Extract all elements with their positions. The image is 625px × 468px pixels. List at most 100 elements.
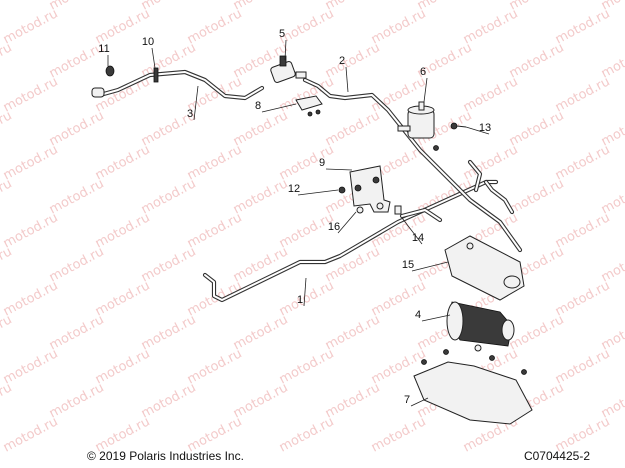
purge-valve-5	[270, 55, 307, 83]
leader-line-7	[410, 397, 429, 407]
watermark-text: motod.ru	[93, 346, 153, 387]
screw-12	[338, 186, 346, 194]
callout-13: 13	[479, 122, 491, 134]
watermark-text: motod.ru	[507, 312, 567, 353]
callout-15: 15	[402, 259, 414, 271]
watermark-text: motod.ru	[139, 380, 199, 421]
leader-line-1	[303, 277, 307, 307]
leader-line-15	[411, 261, 449, 272]
callout-4: 4	[415, 309, 421, 321]
callout-9: 9	[319, 157, 325, 169]
callout-3: 3	[187, 108, 193, 120]
watermark-text: motod.ru	[93, 210, 153, 251]
leader-line-3	[193, 85, 199, 121]
watermark-text: motod.ru	[507, 108, 567, 149]
watermark-text: motod.ru	[185, 142, 245, 183]
watermark-text: motod.ru	[139, 176, 199, 217]
watermark-text: motod.ru	[185, 346, 245, 387]
watermark-text: motod.ru	[323, 108, 383, 149]
watermark-text: motod.ru	[507, 40, 567, 81]
clip-14	[394, 205, 443, 223]
leader-line-9	[325, 168, 353, 171]
callout-16: 16	[328, 221, 340, 233]
charcoal-canister-4	[446, 301, 515, 352]
callout-1: 1	[297, 294, 303, 306]
callout-5: 5	[279, 28, 285, 40]
watermark-text: motod.ru	[277, 278, 337, 319]
watermark-text: motod.ru	[1, 210, 61, 251]
leader-line-4	[421, 314, 451, 322]
hose-end-cap	[91, 87, 105, 98]
watermark-text: motod.ru	[553, 278, 613, 319]
callout-2: 2	[339, 55, 345, 67]
leader-line-14	[401, 217, 423, 245]
watermark-text: motod.ru	[553, 142, 613, 183]
leader-line-10	[151, 47, 156, 69]
watermark-text: motod.ru	[0, 176, 15, 217]
bracket-8	[295, 95, 323, 117]
watermark-text: motod.ru	[0, 244, 15, 285]
watermark-text: motod.ru	[185, 210, 245, 251]
watermark-text: motod.ru	[553, 74, 613, 115]
watermark-text: motod.ru	[231, 108, 291, 149]
callout-7: 7	[404, 394, 410, 406]
watermark-text: motod.ru	[185, 74, 245, 115]
watermark-text: motod.ru	[1, 142, 61, 183]
watermark-text: motod.ru	[1, 346, 61, 387]
watermark-text: motod.ru	[47, 176, 107, 217]
callout-11: 11	[98, 43, 109, 55]
watermark-text: motod.ru	[0, 40, 15, 81]
leader-line-5	[284, 39, 287, 61]
upper-left-hose	[91, 65, 265, 101]
watermark-text: motod.ru	[369, 210, 429, 251]
watermark-text: motod.ru	[139, 312, 199, 353]
watermark-text: motod.ru	[1, 278, 61, 319]
callout-leader-lines	[107, 39, 490, 407]
watermark-text: motod.ru	[47, 244, 107, 285]
watermark-text: motod.ru	[369, 6, 429, 47]
watermark-text: motod.ru	[231, 176, 291, 217]
vent-tube-line	[302, 77, 523, 253]
screw-13	[450, 122, 467, 130]
watermark-text: motod.ru	[1, 6, 61, 47]
watermark-text: motod.ru	[277, 142, 337, 183]
watermark-text: motod.ru	[231, 380, 291, 421]
watermark-text: motod.ru	[47, 380, 107, 421]
watermark-text: motod.ru	[461, 74, 521, 115]
watermark-text: motod.ru	[277, 414, 337, 455]
watermark-text: motod.ru	[323, 312, 383, 353]
main-tube-line	[202, 179, 515, 303]
watermark-text: motod.ru	[47, 312, 107, 353]
figure-id: C0704425-2	[523, 449, 590, 463]
watermark-text: motod.ru	[553, 6, 613, 47]
leader-line-8	[261, 103, 297, 113]
hose-clamp-10	[153, 67, 159, 83]
watermark-text: motod.ru	[0, 108, 15, 149]
watermark-text: motod.ru	[231, 312, 291, 353]
leader-line-6	[423, 77, 428, 103]
skid-plate-7	[413, 349, 533, 425]
watermark-text: motod.ru	[369, 414, 429, 455]
callout-12: 12	[288, 183, 300, 195]
callout-6: 6	[420, 66, 426, 78]
callout-10: 10	[142, 36, 154, 48]
watermark-text: motod.ru	[507, 176, 567, 217]
watermark-text: motod.ru	[1, 74, 61, 115]
watermark-text: motod.ru	[461, 6, 521, 47]
watermark-text: motod.ru	[47, 108, 107, 149]
clip-16	[356, 206, 364, 214]
callout-14: 14	[412, 232, 424, 244]
watermark-text: motod.ru	[553, 210, 613, 251]
watermark-text: motod.ru	[0, 0, 15, 14]
watermark-text: motod.ru	[0, 380, 15, 421]
copyright-notice: © 2019 Polaris Industries Inc.	[87, 449, 244, 463]
callout-8: 8	[255, 100, 261, 112]
watermark-text: motod.ru	[1, 414, 61, 455]
leader-line-2	[345, 66, 349, 93]
watermark-text: motod.ru	[323, 380, 383, 421]
mounting-plate-9	[349, 165, 391, 213]
vapor-canister-6	[397, 101, 439, 151]
watermark-text: motod.ru	[277, 346, 337, 387]
